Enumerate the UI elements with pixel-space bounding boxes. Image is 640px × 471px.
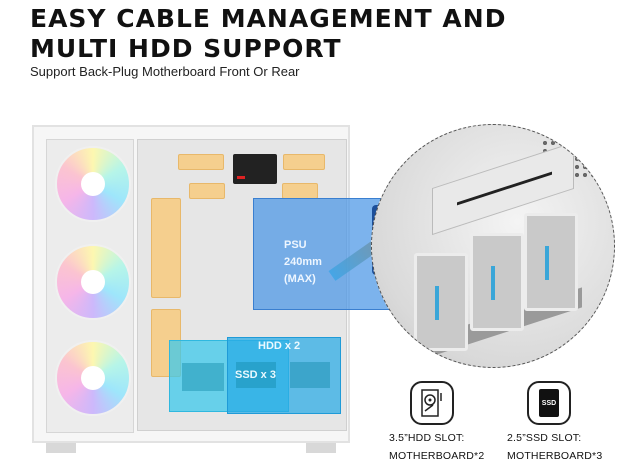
ssd-icon: SSD xyxy=(527,381,571,425)
rgb-fan-icon xyxy=(55,244,131,320)
headline-line-2: MULTI HDD SUPPORT xyxy=(30,34,342,63)
rgb-fan-icon xyxy=(55,340,131,416)
headline: EASY CABLE MANAGEMENT AND MULTI HDD SUPP… xyxy=(30,4,506,64)
pc-case-illustration: PSU 240mm (MAX) HDD x 2 SSD x 3 xyxy=(32,125,395,453)
case-foot xyxy=(306,443,336,453)
drive-tray xyxy=(414,253,468,351)
drive-cage-closeup xyxy=(371,124,615,368)
front-fan-rail xyxy=(46,139,134,433)
drive-tray xyxy=(470,233,524,331)
rgb-fan-icon xyxy=(55,146,131,222)
cable-cutout xyxy=(178,154,224,170)
subheadline: Support Back-Plug Motherboard Front Or R… xyxy=(30,64,300,79)
drive-tray xyxy=(524,213,578,311)
ssd-label: SSD x 3 xyxy=(235,369,276,381)
cable-cutout xyxy=(283,154,325,170)
hdd-zone: HDD x 2 SSD x 3 xyxy=(227,337,341,414)
headline-line-1: EASY CABLE MANAGEMENT AND xyxy=(30,4,507,33)
fan-controller-board xyxy=(233,154,277,184)
cable-cutout xyxy=(282,183,318,199)
psu-label: PSU 240mm (MAX) xyxy=(284,239,322,285)
hdd-label: HDD x 2 xyxy=(258,340,301,352)
case-foot xyxy=(46,443,76,453)
cable-cutout xyxy=(189,183,225,199)
hdd-icon xyxy=(410,381,454,425)
cable-cutout xyxy=(151,198,181,298)
